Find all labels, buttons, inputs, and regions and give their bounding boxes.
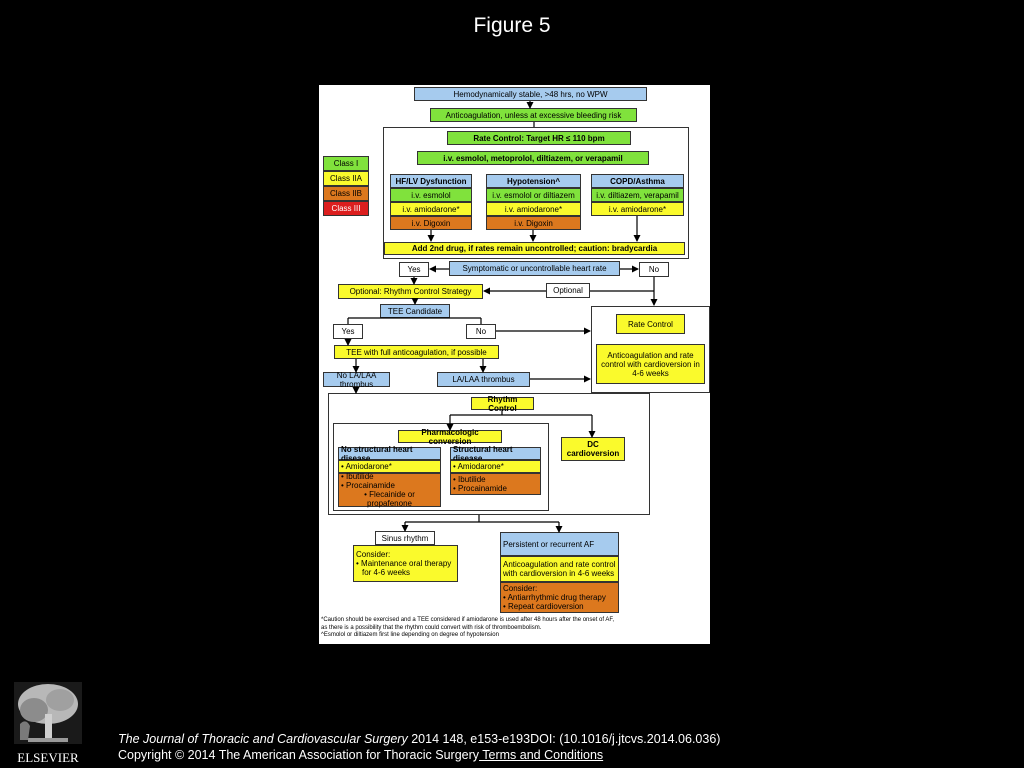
journal-name: The Journal of Thoracic and Cardiovascul…	[118, 732, 408, 746]
hf-amiodarone: i.v. amiodarone*	[390, 202, 472, 216]
consider-sinus-label: Consider:	[356, 550, 391, 559]
anticoagulation-box: Anticoagulation, unless at excessive ble…	[430, 108, 637, 122]
no-structural-ibutilide: • Ibutilide	[341, 472, 374, 481]
footnote-line-2: as there is a possibility that the rhyth…	[321, 624, 542, 631]
citation-line: The Journal of Thoracic and Cardiovascul…	[118, 731, 720, 747]
consider-persistent-line2: • Repeat cardioversion	[503, 602, 584, 611]
citation-block: The Journal of Thoracic and Cardiovascul…	[118, 731, 720, 763]
yes-box-symptomatic: Yes	[399, 262, 429, 277]
hypo-digoxin: i.v. Digoxin	[486, 216, 581, 230]
legend-class-iii: Class III	[323, 201, 369, 216]
symptomatic-box: Symptomatic or uncontrollable heart rate	[449, 261, 620, 276]
yes-box-tee: Yes	[333, 324, 363, 339]
consider-persistent-line1: • Antiarrhythmic drug therapy	[503, 593, 606, 602]
legend-class-i: Class I	[323, 156, 369, 171]
terms-and-conditions-link[interactable]: Terms and Conditions	[479, 748, 604, 762]
structural-ibutilide: • Ibutilide	[453, 475, 486, 484]
no-structural-flecainide: • Flecainide or propafenone	[364, 490, 415, 508]
optional-box: Optional	[546, 283, 590, 298]
hemodynamically-stable-box: Hemodynamically stable, >48 hrs, no WPW	[414, 87, 647, 101]
legend-class-iib: Class IIB	[323, 186, 369, 201]
rate-control-box: Rate Control	[616, 314, 685, 334]
rate-control-target-box: Rate Control: Target HR ≤ 110 bpm	[447, 131, 631, 145]
hf-lv-header: HF/LV Dysfunction	[390, 174, 472, 188]
structural-procainamide: • Procainamide	[453, 484, 507, 493]
hf-esmolol: i.v. esmolol	[390, 188, 472, 202]
copyright-text: Copyright © 2014 The American Associatio…	[118, 748, 480, 762]
rhythm-control-frame	[328, 393, 650, 515]
consider-persistent-label: Consider:	[503, 584, 538, 593]
rhythm-control-box: Rhythm Control	[471, 395, 534, 413]
consider-sinus-box: Consider: • Maintenance oral therapy for…	[353, 545, 458, 582]
elsevier-logo: ELSEVIER	[14, 682, 82, 765]
consider-persistent-box: Consider: • Antiarrhythmic drug therapy …	[500, 582, 619, 613]
hypo-amiodarone: i.v. amiodarone*	[486, 202, 581, 216]
no-structural-procainamide: • Procainamide	[341, 481, 395, 490]
anticoag-rate-control-box: Anticoagulation and rate control with ca…	[596, 344, 705, 384]
add-second-drug-box: Add 2nd drug, if rates remain uncontroll…	[384, 242, 685, 255]
citation-details: 2014 148, e153-e193DOI: (10.1016/j.jtcvs…	[407, 732, 721, 746]
hypo-esmolol-diltiazem: i.v. esmolol or diltiazem	[486, 188, 581, 202]
publisher-name: ELSEVIER	[17, 750, 79, 765]
no-structural-amiodarone: • Amiodarone*	[338, 460, 441, 473]
rate-control-frame	[383, 127, 689, 259]
copyright-line: Copyright © 2014 The American Associatio…	[118, 747, 720, 763]
flowchart: Hemodynamically stable, >48 hrs, no WPW …	[319, 85, 710, 644]
tree-icon	[14, 682, 82, 744]
persistent-anticoag-box: Anticoagulation and rate control with ca…	[500, 556, 619, 582]
hf-digoxin: i.v. Digoxin	[390, 216, 472, 230]
no-structural-drugs: • Ibutilide • Procainamide • Flecainide …	[338, 472, 441, 508]
consider-sinus-line2: for 4-6 weeks	[362, 568, 411, 577]
footnote-line-1: *Caution should be exercised and a TEE c…	[321, 617, 615, 623]
structural-amiodarone: • Amiodarone*	[450, 460, 541, 473]
pharmacologic-frame	[333, 423, 549, 511]
no-box-tee: No	[466, 324, 496, 339]
footnote: *Caution should be exercised and a TEE c…	[321, 617, 706, 640]
structural-drugs: • Ibutilide • Procainamide	[450, 473, 541, 495]
consider-sinus-line1: • Maintenance oral therapy	[356, 559, 452, 568]
structural-header: Structural heart disease	[450, 445, 541, 463]
copd-header: COPD/Asthma	[591, 174, 684, 188]
dc-cardioversion-box: DC cardioversion	[561, 437, 625, 461]
connector-arrows	[344, 101, 658, 533]
copd-amiodarone: i.v. amiodarone*	[591, 202, 684, 216]
copd-diltiazem-verapamil: i.v. diltiazem, verapamil	[591, 188, 684, 202]
figure-title: Figure 5	[473, 14, 551, 37]
no-box-symptomatic: No	[639, 262, 669, 277]
iv-drugs-box: i.v. esmolol, metoprolol, diltiazem, or …	[417, 151, 649, 165]
hypotension-header: Hypotension^	[486, 174, 581, 188]
no-structural-header: No structural heart disease	[338, 445, 441, 463]
footnote-line-3: ^Esmolol or diltiazem first line dependi…	[321, 632, 499, 638]
tee-full-anticoag-box: TEE with full anticoagulation, if possib…	[334, 345, 499, 359]
legend-class-iia: Class IIA	[323, 171, 369, 186]
rate-control-outcome-frame	[591, 306, 710, 393]
